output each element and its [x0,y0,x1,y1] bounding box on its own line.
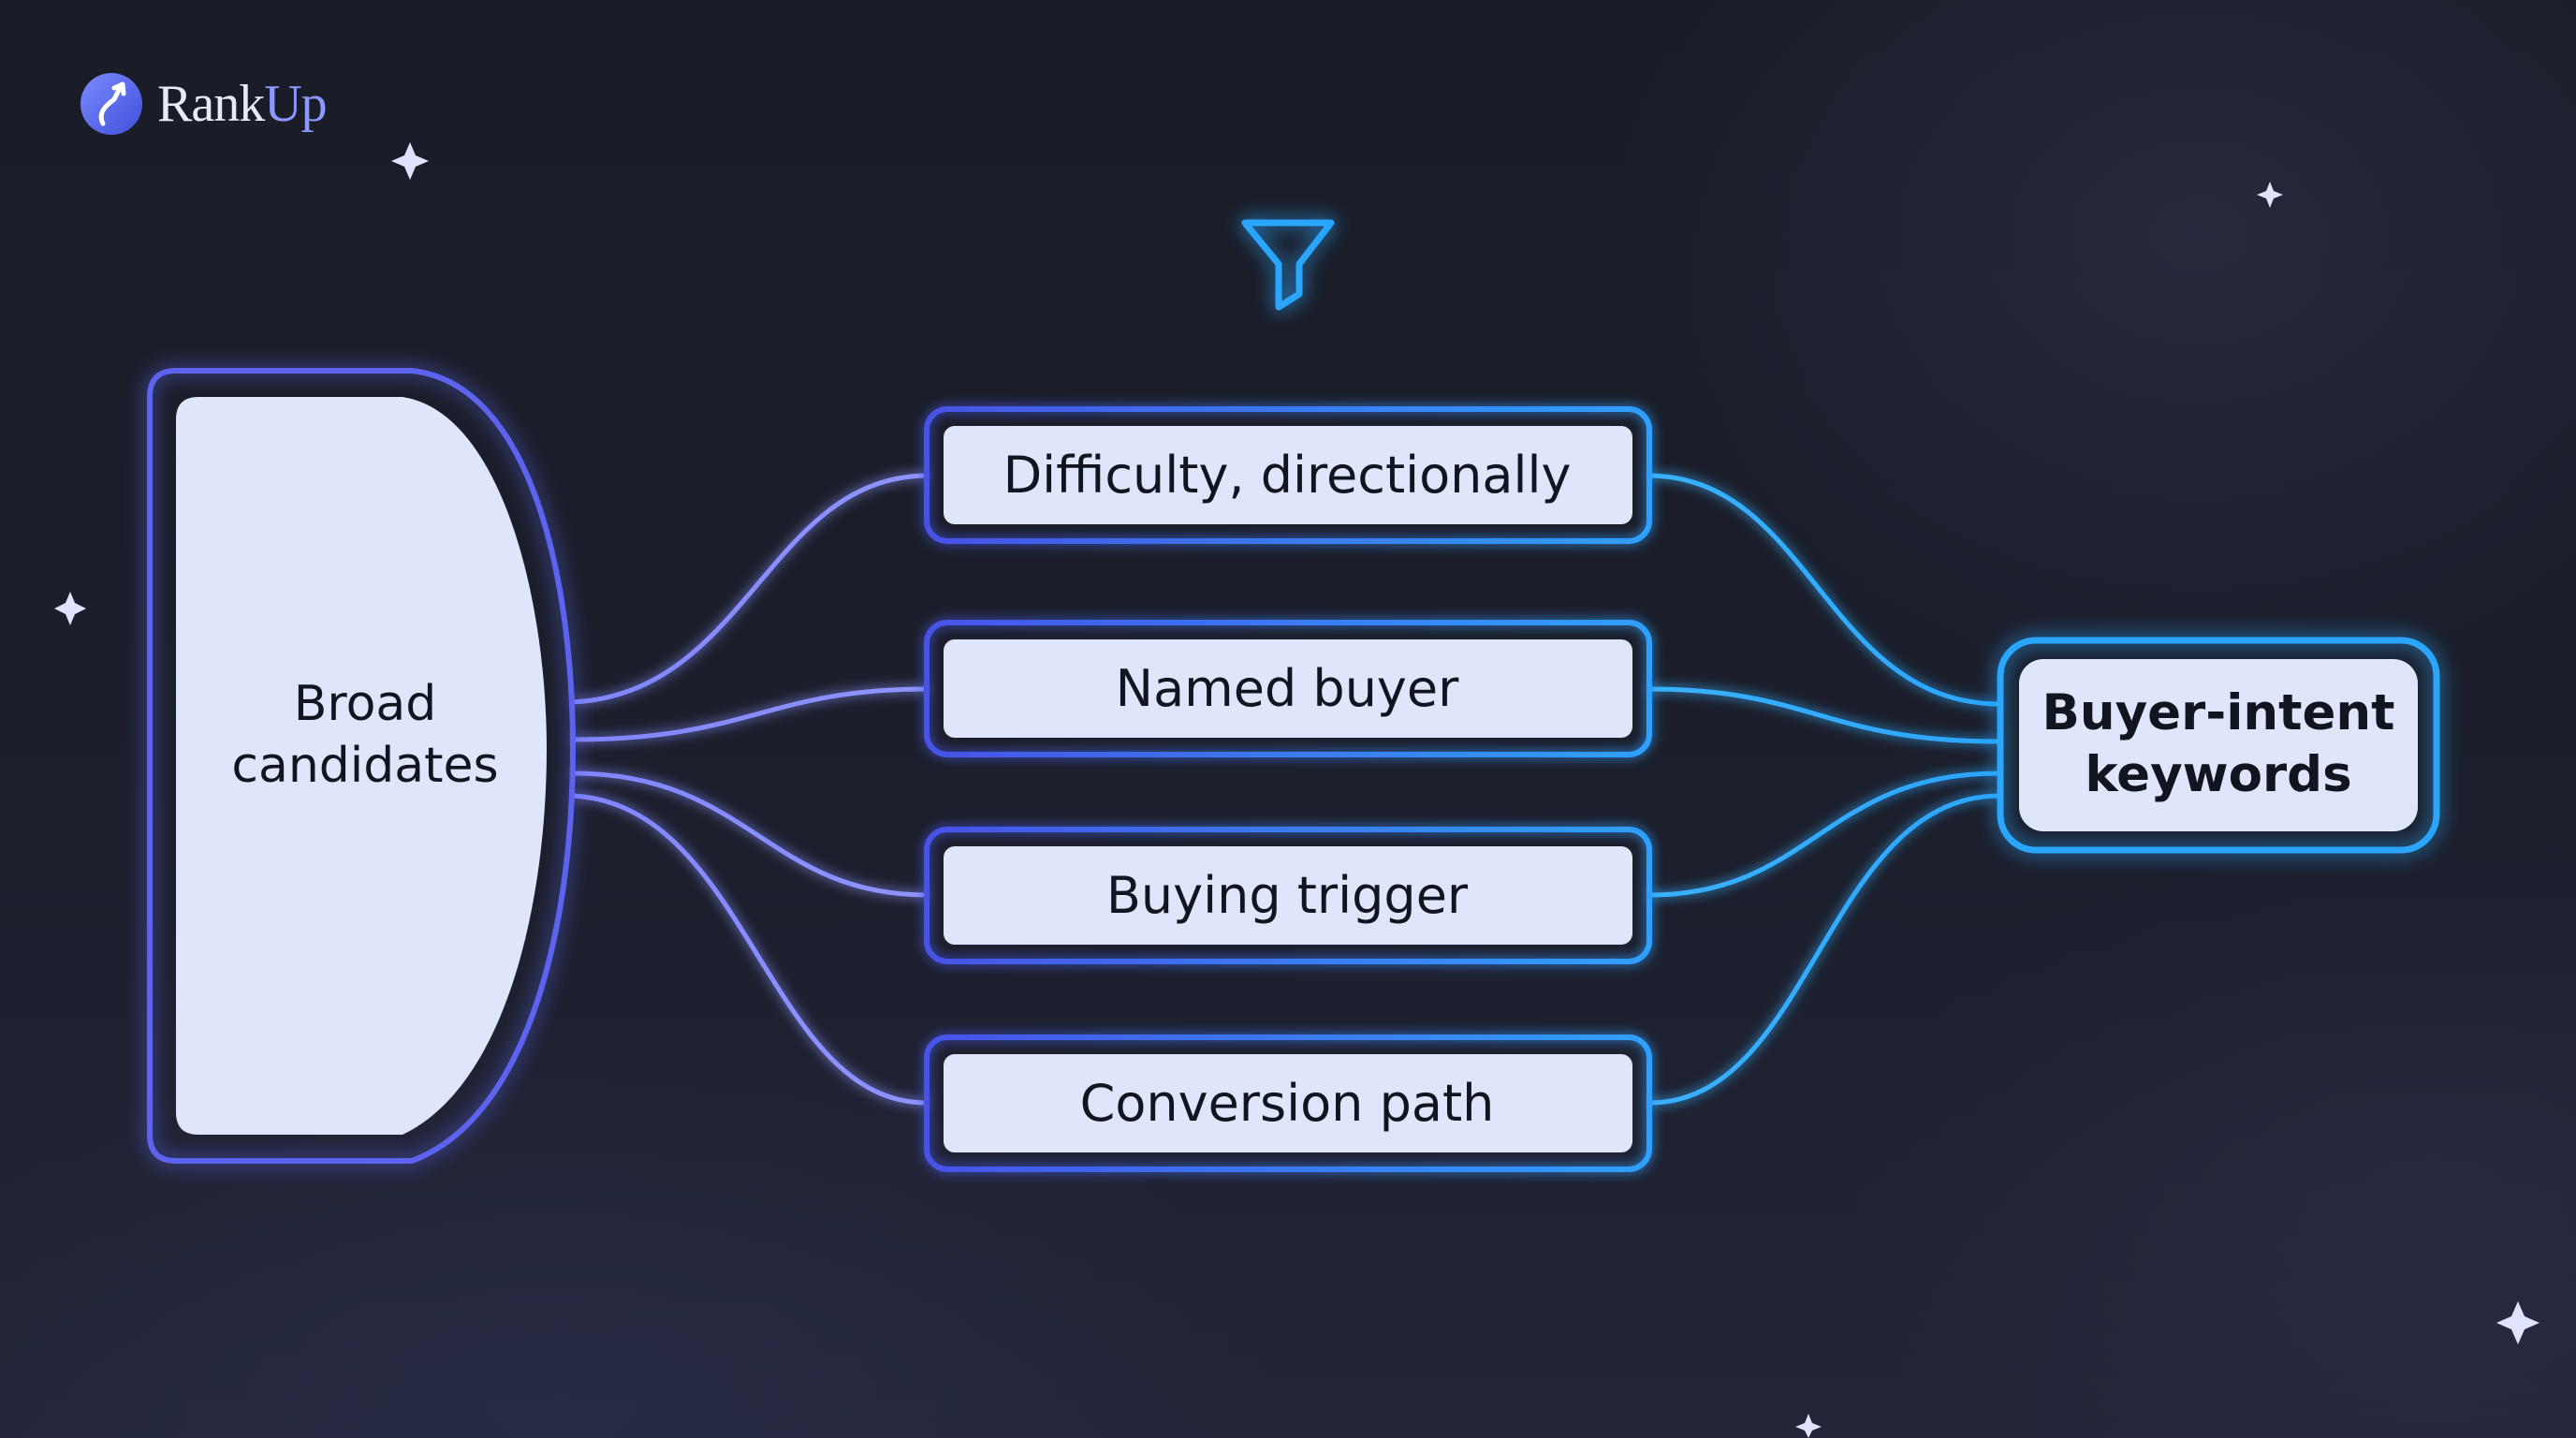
connector-from-filter-3 [1648,770,1999,898]
sparkle-icon [2257,182,2283,208]
connector-to-filter-4 [572,793,928,1106]
filter-label-named-buyer: Named buyer [1115,658,1459,718]
filter-box-4 [924,1034,1652,1172]
filter-boxes [924,406,1652,1172]
left-connectors [572,473,928,1106]
filter-box-3 [924,827,1652,964]
source-shape-fill [176,397,547,1135]
connector-to-filter-1 [572,473,928,705]
source-shape [147,368,577,1164]
rankup-logo-icon [80,73,142,135]
filter-label-conversion-path: Conversion path [1079,1073,1495,1133]
filter-label-difficulty: Difficulty, directionally [1003,445,1572,505]
sparkle-icon [391,142,429,180]
connector-to-filter-3 [572,770,928,898]
connector-to-filter-2 [572,686,928,742]
brand-name-part1: Rank [157,75,265,133]
funnel-icon [1241,219,1335,311]
connector-from-filter-4 [1648,793,1999,1106]
connector-from-filter-2 [1648,686,1999,744]
brand-logo[interactable]: RankUp [79,71,328,137]
sparkle-icon [1795,1414,1822,1438]
sparkle-icon [2496,1301,2539,1344]
filter-label-buying-trigger: Buying trigger [1105,865,1469,925]
brand-name-part2: Up [264,75,327,133]
brand-name: RankUp [157,74,328,134]
sparkle-icon [54,592,86,625]
result-label: Buyer-intent keywords [2042,684,2395,803]
right-connectors [1648,473,1999,1106]
filter-box-1 [924,406,1652,544]
sparkles [54,142,2539,1438]
source-label: Broad candidates [231,676,499,794]
result-box [1997,637,2440,854]
connector-from-filter-1 [1648,473,1999,707]
filter-box-2 [924,620,1652,757]
